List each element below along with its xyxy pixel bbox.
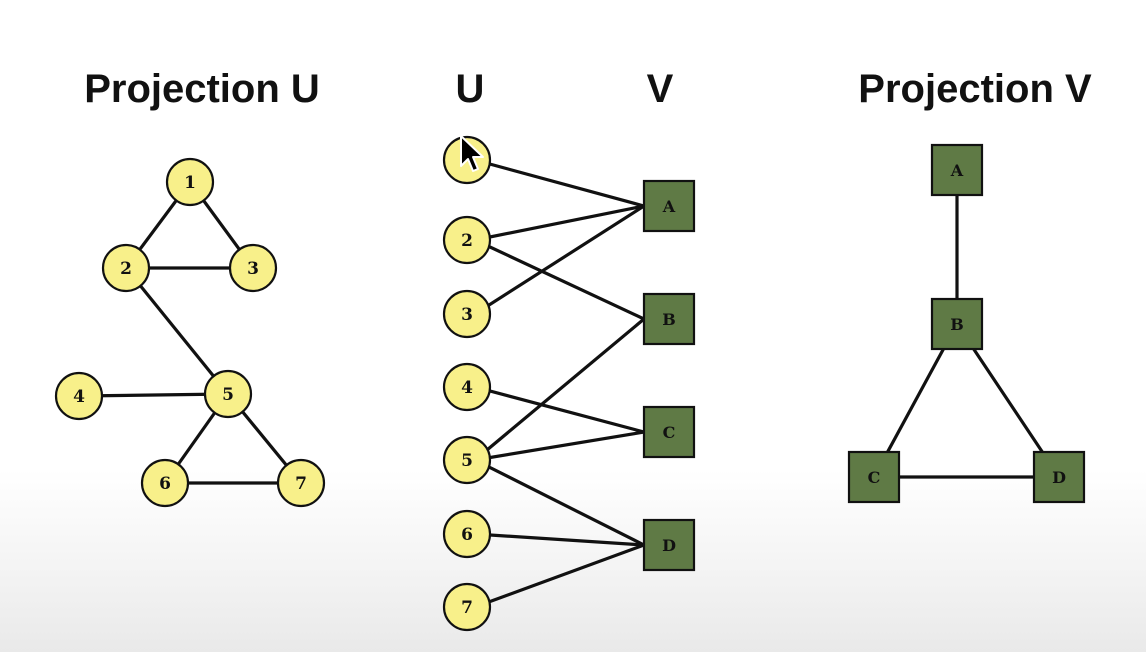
projection-v-node-B-square	[930, 297, 984, 351]
projection-v-node-A-label: A	[950, 161, 964, 180]
bipartite-edge-2-B	[474, 238, 645, 321]
projection-u-node-1-circle	[165, 157, 215, 207]
projection-u-node-5-circle	[203, 369, 253, 419]
projection-u-node-3: 3	[228, 243, 278, 293]
bipartite-u-node-3-circle	[442, 289, 492, 339]
bipartite-edge-6-D	[474, 532, 645, 547]
bipartite-u-node-4-circle	[442, 362, 492, 412]
bipartite-edge-2-A	[474, 204, 645, 242]
projection-u-node-6-circle	[140, 458, 190, 508]
projection-u-node-7-label: 7	[295, 474, 307, 494]
projection-u-node-2-circle	[101, 243, 151, 293]
mouse-pointer-icon	[460, 135, 484, 172]
bipartite-u-node-2-label: 2	[461, 231, 473, 251]
bipartite-edge-3-A	[474, 204, 645, 316]
projection-u-node-3-label: 3	[247, 259, 259, 279]
bipartite-edge-5-C	[474, 430, 645, 462]
projection-u-node-5: 5	[203, 369, 253, 419]
projection-u-node-6-label: 6	[159, 474, 171, 494]
bipartite-u-node-5: 5	[442, 435, 492, 485]
projection-u-node-4-circle	[54, 371, 104, 421]
projection-v-title: Projection V	[858, 67, 1092, 111]
bipartite-v-node-C: C	[642, 405, 696, 459]
bipartite-u-node-6-label: 6	[461, 525, 473, 545]
projection-v-node-C: C	[847, 450, 901, 504]
bipartite-u-node-7: 7	[442, 582, 492, 632]
projection-u-edge-2-5	[124, 266, 230, 396]
projection-u-node-4-label: 4	[73, 387, 85, 407]
bipartite-v-node-B-square	[642, 292, 696, 346]
bipartite-v-node-C-label: C	[663, 423, 676, 442]
bipartite-v-node-B-label: B	[662, 310, 676, 329]
bipartite-u-node-5-circle	[442, 435, 492, 485]
projection-u-node-6: 6	[140, 458, 190, 508]
projection-v-node-D-square	[1032, 450, 1086, 504]
bipartite-v-node-B: B	[642, 292, 696, 346]
v-set-title: V	[647, 67, 674, 111]
bipartite-u-node-3: 3	[442, 289, 492, 339]
projection-u-node-1-label: 1	[184, 173, 196, 193]
projection-u-node-7-circle	[276, 458, 326, 508]
bipartite-u-node-2-circle	[442, 215, 492, 265]
projection-u-node-2-label: 2	[120, 259, 132, 279]
bipartite-u-node-7-circle	[442, 582, 492, 632]
bipartite-u-node-4-label: 4	[461, 378, 473, 398]
bipartite-u-node-6-circle	[442, 509, 492, 559]
bipartite-u-node-3-label: 3	[461, 305, 473, 325]
projection-u-node-4: 4	[54, 371, 104, 421]
projection-v-node-C-square	[847, 450, 901, 504]
projection-u-title: Projection U	[84, 67, 320, 111]
bipartite-v-node-D-label: D	[662, 536, 676, 555]
projection-u-edge-4-5	[78, 392, 229, 398]
bipartite-u-node-5-label: 5	[461, 451, 473, 471]
projection-v-node-A: A	[930, 143, 984, 197]
bipartite-v-node-D: D	[642, 518, 696, 572]
bipartite-edge-1-A	[474, 158, 645, 208]
projection-v-node-D: D	[1032, 450, 1086, 504]
bipartite-v-node-C-square	[642, 405, 696, 459]
bipartite-u-node-7-label: 7	[461, 598, 473, 618]
u-set-title: U	[456, 67, 485, 111]
bipartite-edge-5-D	[474, 458, 645, 547]
bipartite-edge-5-B	[473, 317, 646, 462]
bipartite-v-node-A-label: A	[662, 197, 676, 216]
bipartite-u-node-2: 2	[442, 215, 492, 265]
bipartite-edge-7-D	[474, 543, 645, 609]
bipartite-edge-4-C	[474, 385, 645, 434]
bipartite-v-node-A-square	[642, 179, 696, 233]
projection-u-node-5-label: 5	[222, 385, 234, 405]
bipartite-u-node-4: 4	[442, 362, 492, 412]
projection-v-node-C-label: C	[868, 468, 881, 487]
projection-v-node-B: B	[930, 297, 984, 351]
projection-u-node-3-circle	[228, 243, 278, 293]
projection-v-node-B-label: B	[950, 315, 964, 334]
projection-u-node-1: 1	[165, 157, 215, 207]
projection-v-node-D-label: D	[1052, 468, 1066, 487]
projection-u-node-2: 2	[101, 243, 151, 293]
projection-v-node-A-square	[930, 143, 984, 197]
projection-u-node-7: 7	[276, 458, 326, 508]
bipartite-v-node-A: A	[642, 179, 696, 233]
bipartite-v-node-D-square	[642, 518, 696, 572]
bipartite-u-node-6: 6	[442, 509, 492, 559]
